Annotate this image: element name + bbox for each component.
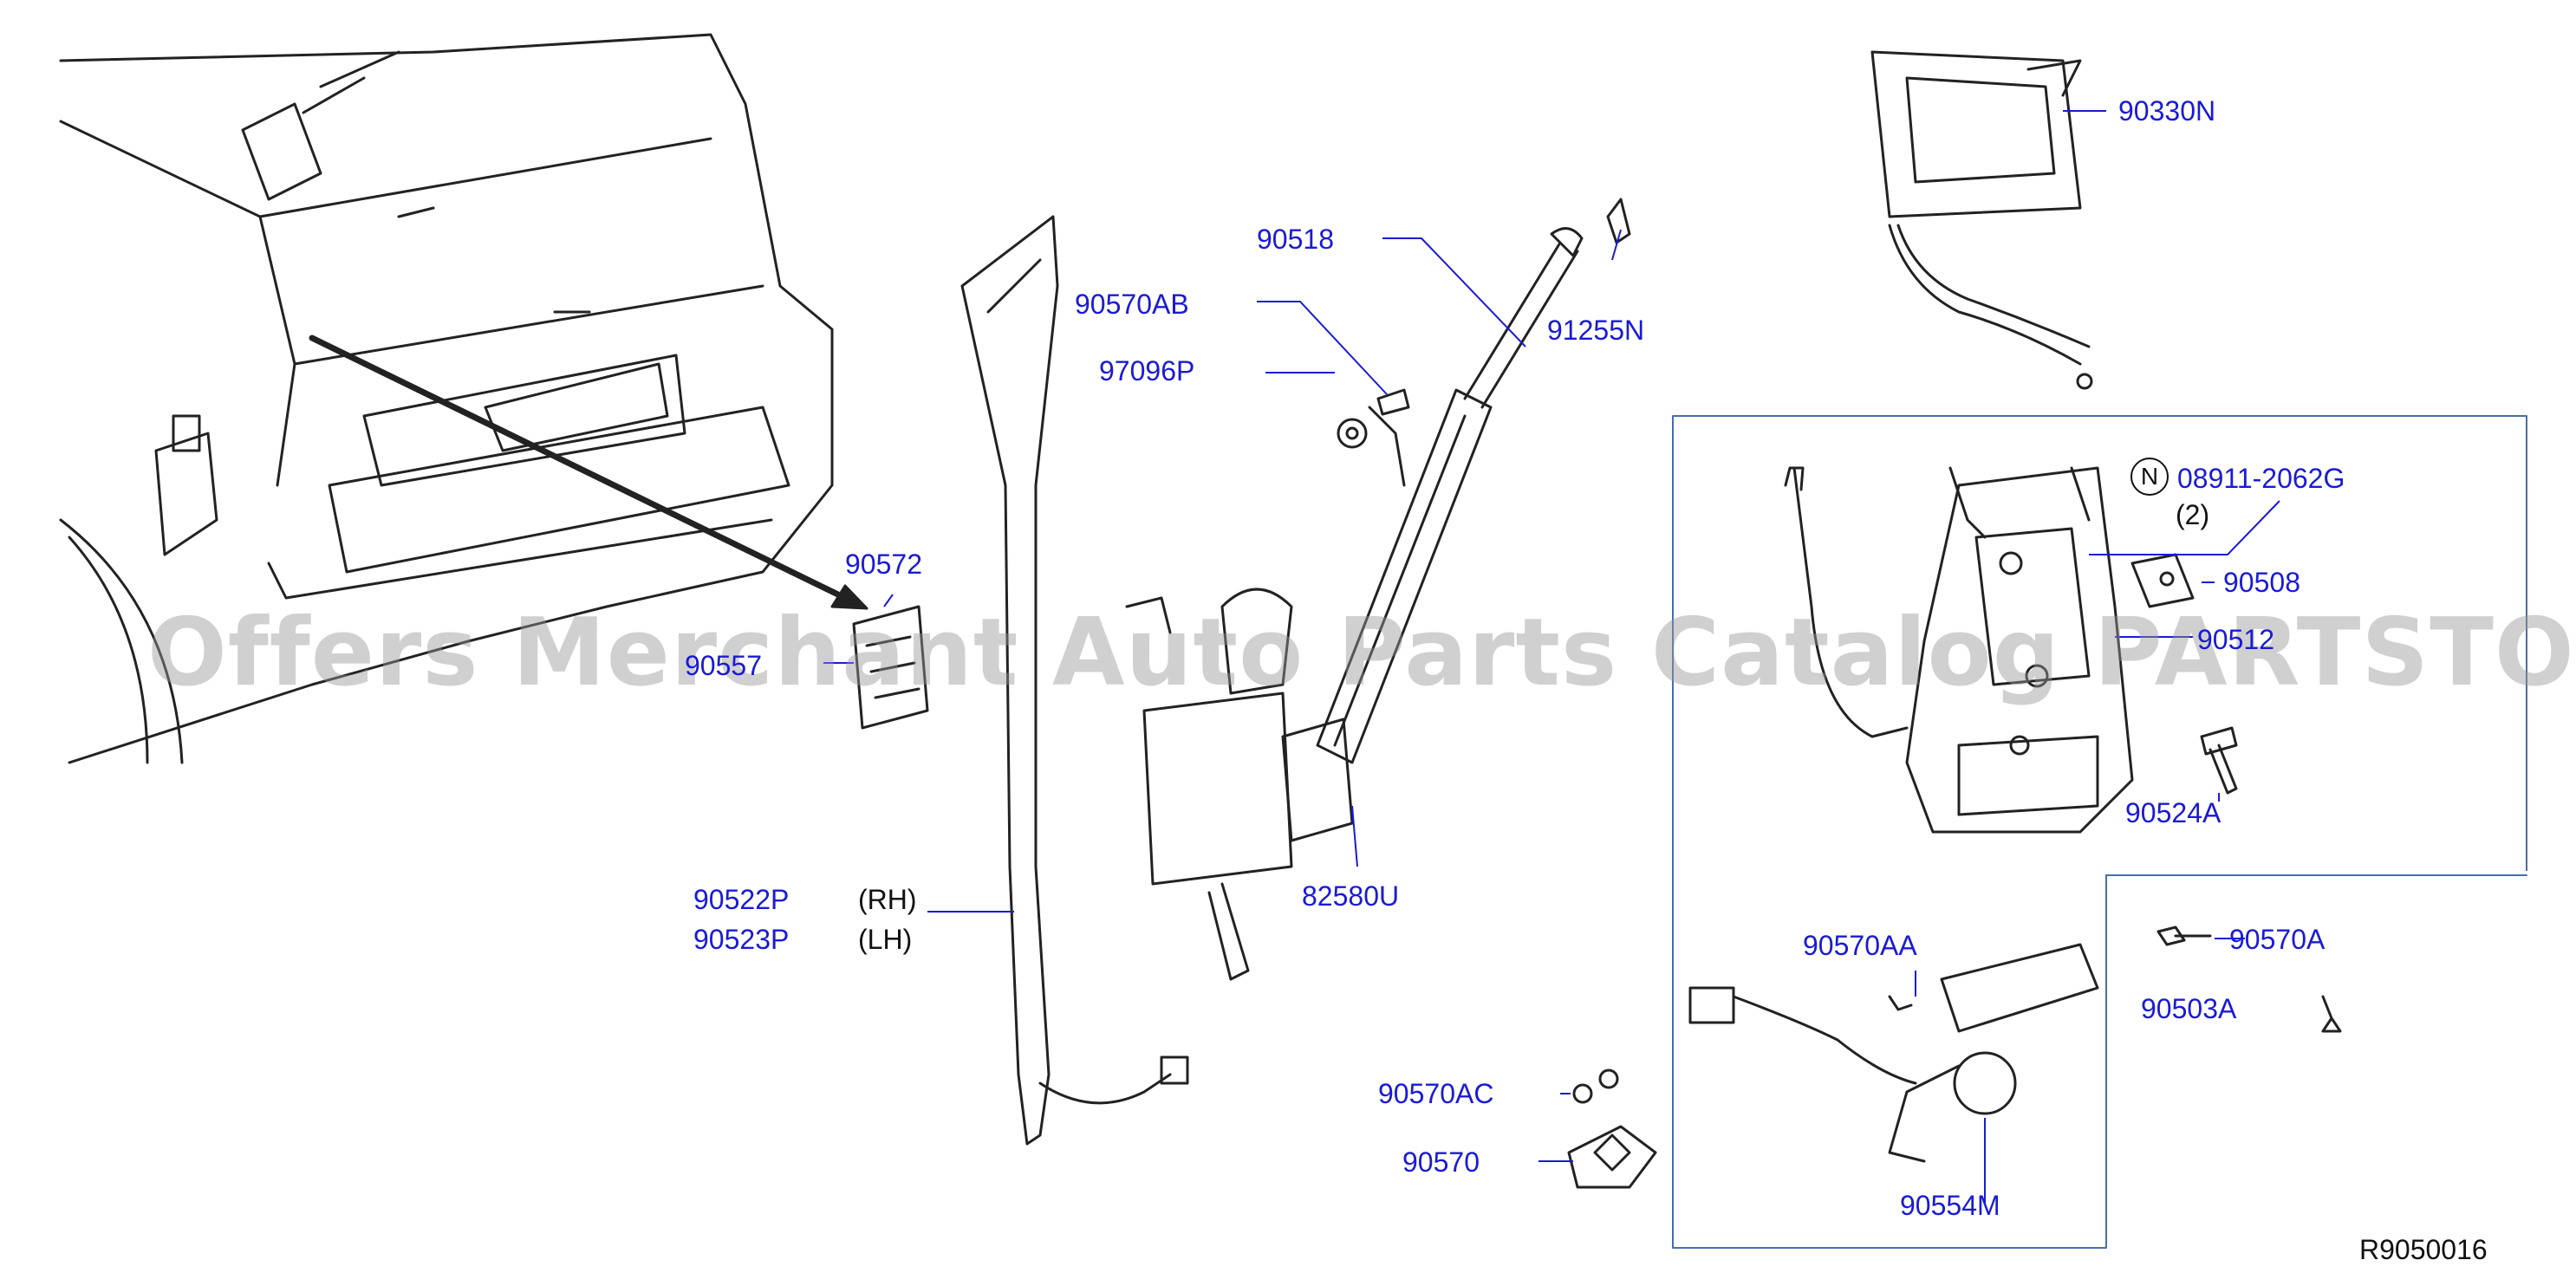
part-label-90570A: 90570A: [2229, 924, 2326, 955]
bracket-90572: [852, 605, 929, 730]
power-lift-motor-82580U: [1142, 692, 1293, 886]
part-label-90330N: 90330N: [2118, 95, 2216, 127]
watermark: Offers Merchant Auto Parts Catalog PARTS…: [147, 599, 2576, 707]
latch-90330N: [1870, 50, 2082, 218]
n-marker-icon: N: [2130, 458, 2169, 496]
lift-rail: [1316, 388, 1493, 764]
closure-motor-90554M: [1940, 943, 2099, 1033]
clip-90508: [2130, 553, 2195, 608]
part-label-90570: 90570: [1402, 1146, 1480, 1178]
side-label-lh: (LH): [858, 924, 913, 955]
part-label-90557: 90557: [685, 650, 762, 681]
vehicle-rear-illustration: [59, 33, 834, 764]
bolt-90524A: [2200, 726, 2238, 756]
part-label-90570AB: 90570AB: [1075, 289, 1189, 320]
part-label-90572: 90572: [845, 549, 922, 580]
grommet-97096P: [1337, 418, 1368, 449]
part-label-90570AC: 90570AC: [1378, 1078, 1494, 1109]
striker-90570: [1567, 1125, 1657, 1189]
part-label-90554M: 90554M: [1900, 1190, 2000, 1221]
diagram-reference: R9050016: [2359, 1234, 2488, 1265]
part-label-90570AA: 90570AA: [1803, 930, 1917, 961]
bolt-90570AB: [1376, 388, 1410, 416]
part-quantity-label: (2): [2176, 499, 2210, 530]
part-label-90518: 90518: [1257, 224, 1334, 255]
closure-latch-assembly: [1905, 466, 2134, 834]
part-label-08911-2062G: 08911-2062G: [2177, 463, 2345, 494]
detail-box: [1672, 415, 2527, 1249]
part-label-90503A: 90503A: [2141, 993, 2237, 1024]
part-label-90524A: 90524A: [2125, 797, 2221, 828]
part-label-91255N: 91255N: [1547, 315, 1645, 346]
bolt-90570A: [2156, 926, 2212, 946]
part-label-90522P: 90522P: [693, 884, 790, 915]
trim-strip-90522P: [960, 215, 1059, 1146]
screw-90570AC: [1572, 1083, 1593, 1104]
part-label-90508: 90508: [2223, 567, 2300, 598]
part-label-82580U: 82580U: [1302, 880, 1400, 912]
part-label-90523P: 90523P: [693, 924, 790, 955]
side-label-rh: (RH): [858, 884, 917, 915]
location-arrow: [309, 334, 849, 601]
bolt-90503A: [2321, 995, 2342, 1033]
leader-lines: [823, 110, 2280, 1205]
part-label-90512: 90512: [2197, 624, 2274, 655]
part-label-97096P: 97096P: [1099, 355, 1195, 386]
strut-90518: [1463, 241, 1579, 409]
